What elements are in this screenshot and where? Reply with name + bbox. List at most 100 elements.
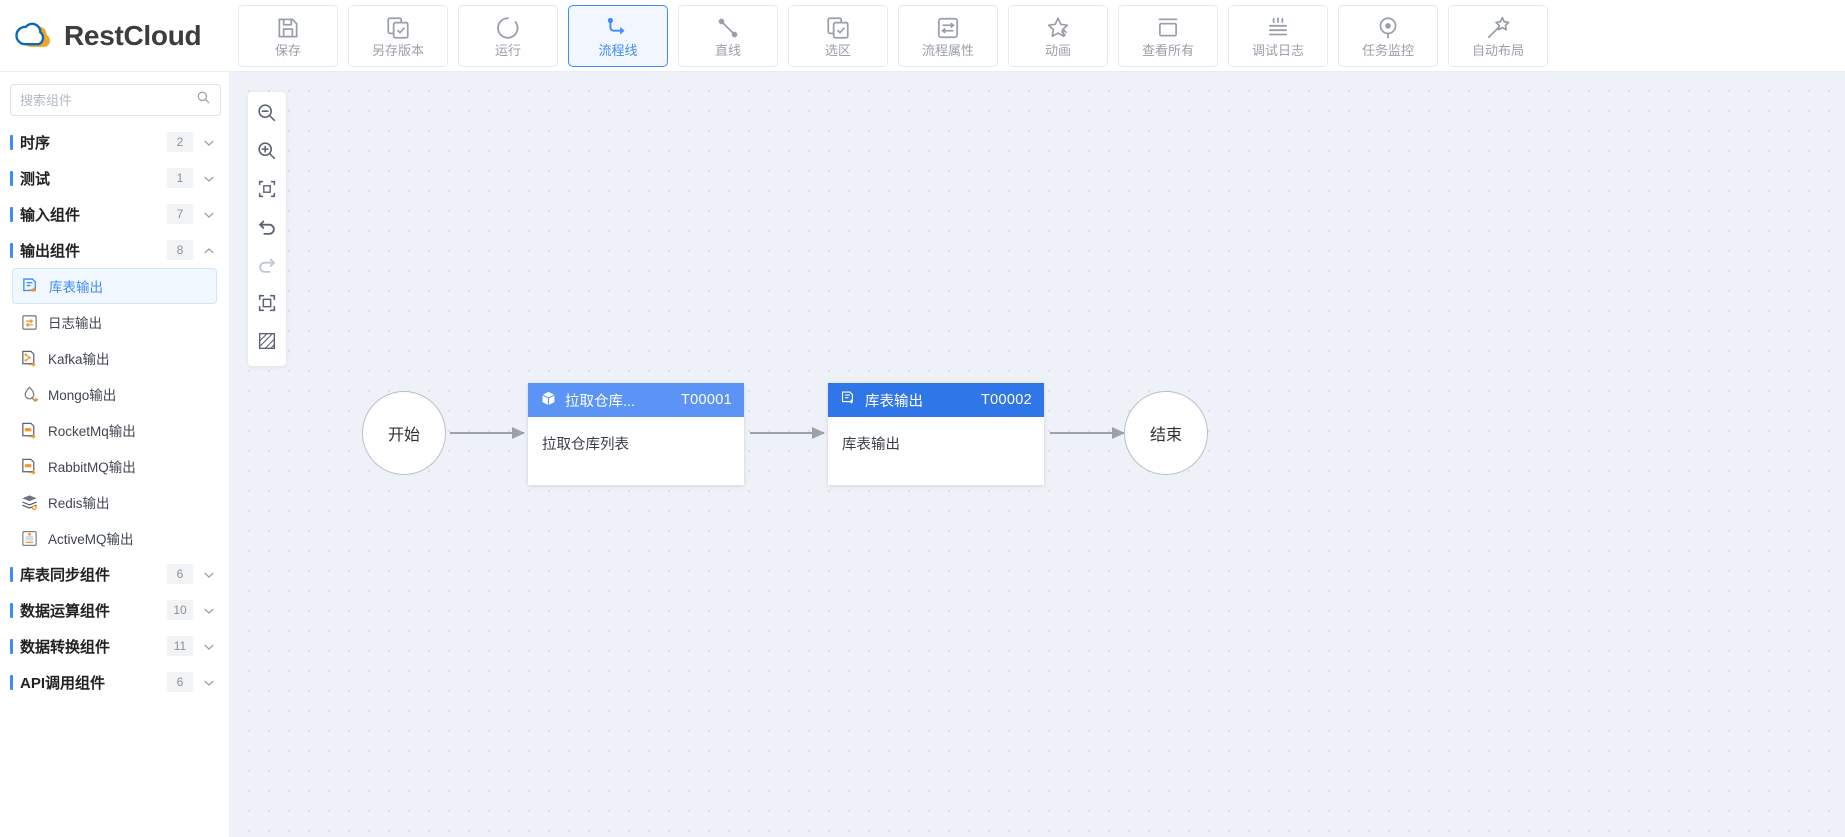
zoom-in-button[interactable] [248, 134, 286, 172]
toolbar-button-label: 流程属性 [921, 42, 974, 58]
category-label: 数据运算组件 [20, 602, 111, 620]
fit-screen-button[interactable] [248, 172, 286, 210]
sidebar-category-api-call-components[interactable]: API调用组件 6 [0, 664, 229, 700]
category-label: API调用组件 [20, 674, 106, 692]
activemq-output-icon [20, 529, 39, 548]
toolbar-button-label: 运行 [494, 42, 521, 58]
sidebar-search-row [0, 72, 229, 124]
redo-button[interactable] [248, 248, 286, 286]
grid-toggle-icon [256, 330, 278, 357]
selection-icon [825, 15, 851, 41]
toolbar-button-label: 直线 [714, 42, 741, 58]
search-icon[interactable] [196, 90, 211, 110]
flow-node-start[interactable]: 开始 [362, 391, 446, 475]
component-item-kafka-output[interactable]: Kafka输出 [12, 340, 217, 376]
component-item-label: Kafka输出 [48, 352, 110, 367]
zoom-out-icon [256, 102, 278, 129]
sidebar-category-shixu[interactable]: 时序 2 [0, 124, 229, 160]
redo-icon [256, 254, 278, 281]
sidebar-category-data-transform-components[interactable]: 数据转换组件 11 [0, 628, 229, 664]
grid-toggle-button[interactable] [248, 324, 286, 362]
straight-line-icon [715, 15, 741, 41]
chevron-down-icon [203, 640, 215, 652]
category-label: 库表同步组件 [20, 566, 111, 584]
sidebar-category-ceshi[interactable]: 测试 1 [0, 160, 229, 196]
canvas-toolbar [248, 92, 286, 366]
animation-icon [1045, 15, 1071, 41]
flow-edge-t00002-to-end[interactable] [1050, 427, 1125, 439]
flow-node-body: 拉取仓库列表 [542, 437, 629, 453]
cloud-logo-icon [14, 20, 54, 52]
sidebar-category-db-sync-components[interactable]: 库表同步组件 6 [0, 556, 229, 592]
component-item-label: RocketMq输出 [48, 424, 136, 439]
undo-button[interactable] [248, 210, 286, 248]
auto-layout-icon [1485, 15, 1511, 41]
flow-edge-start-to-t00001[interactable] [450, 427, 525, 439]
search-box[interactable] [10, 84, 221, 116]
view-all-icon [1155, 15, 1181, 41]
toolbar-button-straight-line[interactable]: 直线 [678, 4, 778, 67]
component-item-db-table-output[interactable]: 库表输出 [12, 268, 217, 304]
toolbar-button-save-as-version[interactable]: 另存版本 [348, 4, 448, 67]
save-as-version-icon [385, 15, 411, 41]
component-sidebar: 时序 2 测试 1 输入组件 7 输出组件 8 [0, 72, 230, 837]
sidebar-category-data-operation-components[interactable]: 数据运算组件 10 [0, 592, 229, 628]
flow-node-id: T00002 [981, 392, 1032, 408]
toolbar-button-selection[interactable]: 选区 [788, 4, 888, 67]
component-item-redis-output[interactable]: Redis输出 [12, 484, 217, 520]
category-accent-bar [10, 134, 13, 150]
toolbar-button-label: 调试日志 [1251, 42, 1304, 58]
toolbar-button-run[interactable]: 运行 [458, 4, 558, 67]
sidebar-category-input-components[interactable]: 输入组件 7 [0, 196, 229, 232]
category-count: 8 [167, 240, 193, 260]
flow-node-title: 库表输出 [865, 393, 923, 410]
chevron-down-icon [203, 208, 215, 220]
toolbar-button-view-all[interactable]: 查看所有 [1118, 4, 1218, 67]
flow-node-end[interactable]: 结束 [1124, 391, 1208, 475]
flow-node-t00002[interactable]: 库表输出 T00002 库表输出 [828, 383, 1044, 485]
category-count: 10 [167, 600, 193, 620]
fullscreen-button[interactable] [248, 286, 286, 324]
component-item-mongo-output[interactable]: Mongo输出 [12, 376, 217, 412]
toolbar-button-label: 动画 [1044, 42, 1071, 58]
component-item-label: 日志输出 [48, 316, 102, 331]
component-item-rocketmq-output[interactable]: RocketMq输出 [12, 412, 217, 448]
component-item-log-output[interactable]: 日志输出 [12, 304, 217, 340]
search-input[interactable] [20, 92, 196, 108]
component-item-label: Mongo输出 [48, 388, 117, 403]
flow-node-header: 库表输出 T00002 [828, 383, 1044, 417]
component-item-activemq-output[interactable]: ActiveMQ输出 [12, 520, 217, 556]
flow-node-t00001[interactable]: 拉取仓库... T00001 拉取仓库列表 [528, 383, 744, 485]
toolbar-button-save[interactable]: 保存 [238, 4, 338, 67]
toolbar-button-task-monitor[interactable]: 任务监控 [1338, 4, 1438, 67]
category-label: 输出组件 [20, 242, 81, 260]
toolbar-button-flow-properties[interactable]: 流程属性 [898, 4, 998, 67]
debug-log-icon [1265, 15, 1291, 41]
category-count: 1 [167, 168, 193, 188]
flow-line-icon [605, 15, 631, 41]
rocketmq-output-icon [20, 421, 39, 440]
sidebar-category-output-components[interactable]: 输出组件 8 [0, 232, 229, 268]
category-accent-bar [10, 602, 13, 618]
chevron-down-icon [203, 136, 215, 148]
toolbar-button-animation[interactable]: 动画 [1008, 4, 1108, 67]
toolbar-button-debug-log[interactable]: 调试日志 [1228, 4, 1328, 67]
zoom-in-icon [256, 140, 278, 167]
chevron-down-icon [203, 676, 215, 688]
category-accent-bar [10, 206, 13, 222]
component-item-rabbitmq-output[interactable]: RabbitMQ输出 [12, 448, 217, 484]
zoom-out-button[interactable] [248, 96, 286, 134]
category-accent-bar [10, 170, 13, 186]
toolbar-button-label: 查看所有 [1141, 42, 1194, 58]
flow-node-id: T00001 [681, 392, 732, 408]
flow-node-label: 开始 [387, 427, 420, 444]
category-count: 6 [167, 564, 193, 584]
flow-canvas[interactable]: 开始 拉取仓库... T00001 拉取仓库列表 [230, 72, 1845, 837]
chevron-down-icon [203, 172, 215, 184]
flow-edge-t00001-to-t00002[interactable] [750, 427, 825, 439]
category-label: 数据转换组件 [20, 638, 111, 656]
category-label: 测试 [20, 170, 51, 188]
toolbar-button-flow-line[interactable]: 流程线 [568, 4, 668, 67]
category-label: 时序 [20, 134, 51, 152]
toolbar-button-auto-layout[interactable]: 自动布局 [1448, 4, 1548, 67]
